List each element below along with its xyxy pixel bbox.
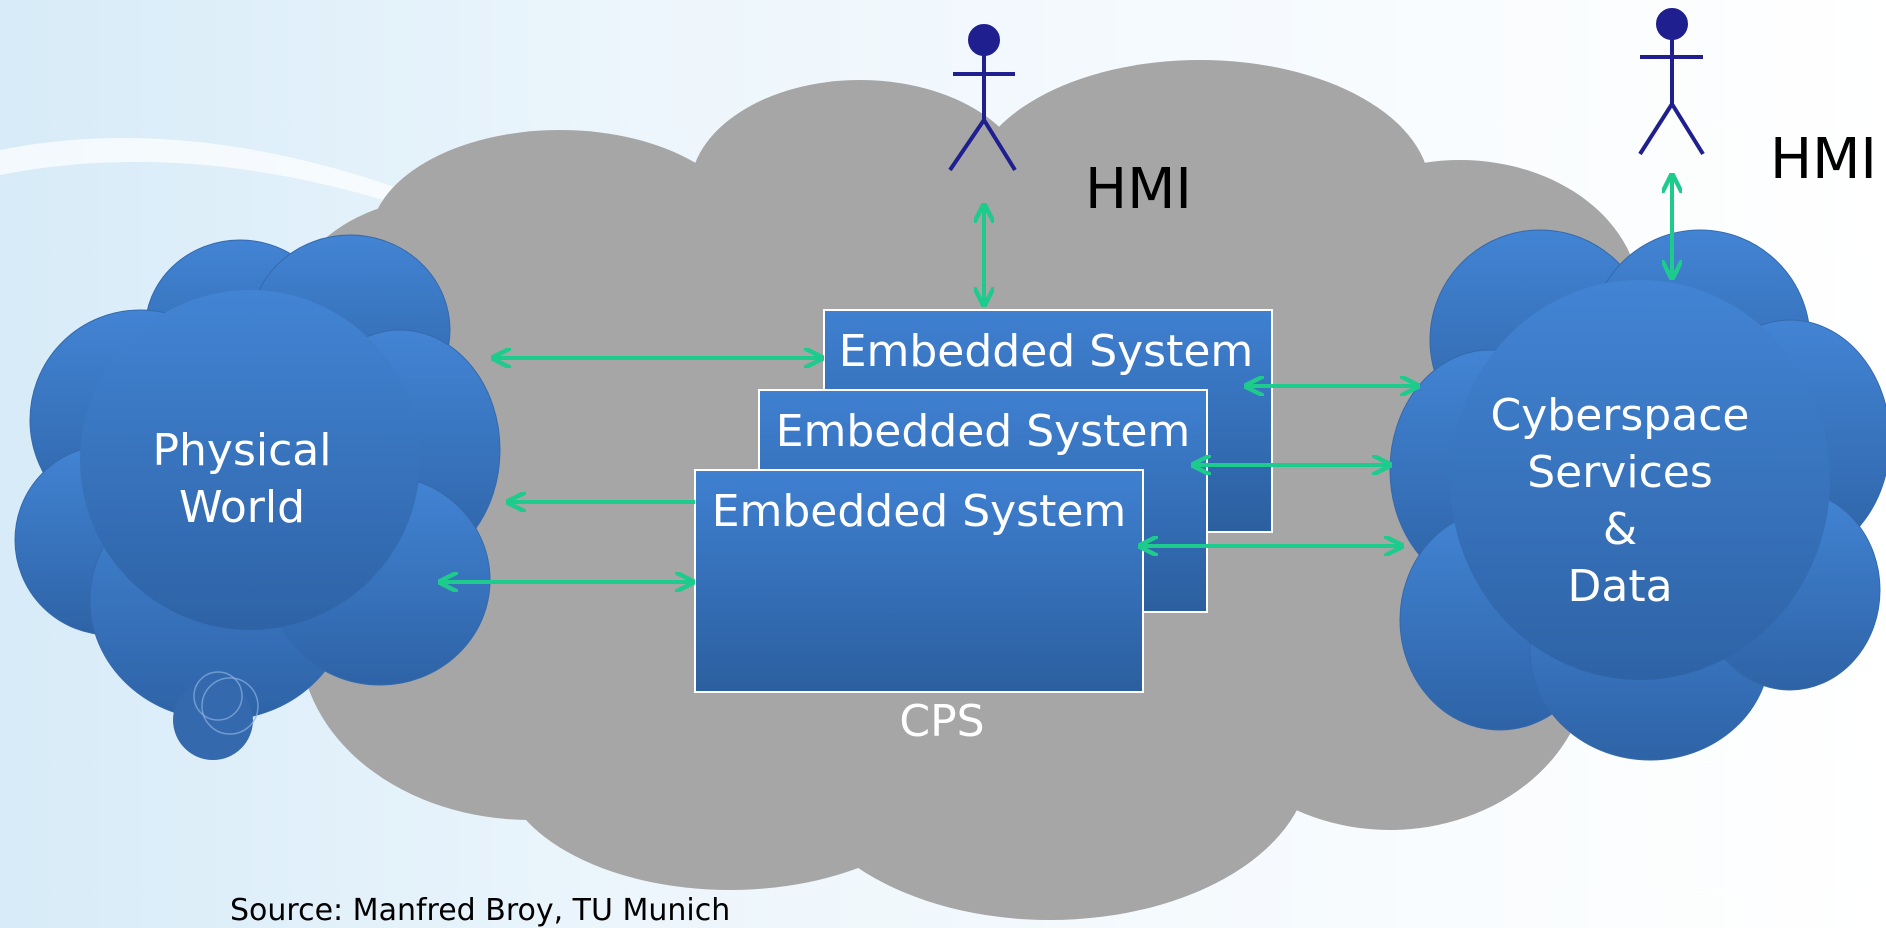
connection-arrows: [440, 175, 1672, 582]
physical-world-cloud: [14, 234, 501, 721]
decorative-circle: [193, 671, 243, 721]
cps-label: CPS: [899, 696, 984, 747]
background-light-streak: [0, 138, 430, 215]
physical-world-label-line2: World: [179, 482, 305, 533]
person-icon-left: [948, 24, 1017, 172]
cyberspace-label-line1: Cyberspace: [1491, 390, 1750, 441]
source-citation: Source: Manfred Broy, TU Munich: [230, 893, 730, 928]
embedded-system-label-back: Embedded System: [839, 326, 1254, 377]
cyberspace-label-line3: &: [1603, 504, 1637, 555]
cyberspace-label-line2: Services: [1527, 447, 1713, 498]
hmi-label-right: HMI: [1770, 127, 1877, 192]
cyberspace-label-line4: Data: [1567, 561, 1672, 612]
embedded-system-box-front: [694, 469, 1144, 693]
hmi-label-left: HMI: [1085, 157, 1192, 222]
cyberspace-cloud: [1389, 229, 1886, 761]
embedded-system-label-front: Embedded System: [712, 486, 1127, 537]
decorative-circle: [201, 677, 259, 735]
person-icon-right: [1638, 8, 1705, 156]
embedded-system-label-middle: Embedded System: [776, 406, 1191, 457]
physical-world-label-line1: Physical: [153, 425, 332, 476]
